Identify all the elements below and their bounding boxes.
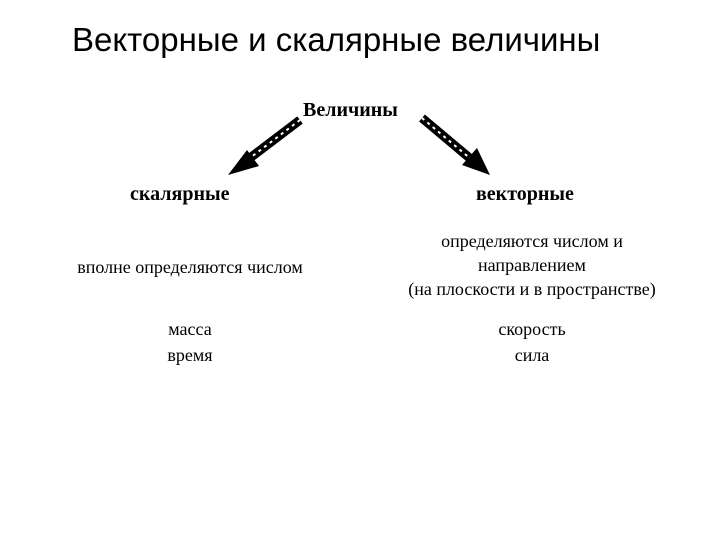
root-label: Величины (303, 99, 398, 121)
vector-description: определяются числом и направлением (на п… (362, 229, 702, 301)
vector-description-line: направлением (478, 255, 586, 275)
arrow-to-vector (419, 114, 490, 175)
slide-title: Векторные и скалярные величины (72, 21, 601, 58)
arrow-to-scalar (228, 116, 303, 175)
vector-title: векторные (476, 183, 574, 205)
scalar-example: масса (168, 319, 212, 339)
vector-example: скорость (498, 319, 566, 339)
scalar-examples: масса время (130, 316, 250, 368)
vector-description-line: (на плоскости и в пространстве) (408, 279, 656, 299)
vector-example: сила (514, 345, 550, 365)
scalar-example: время (167, 345, 213, 365)
scalar-description: вполне определяются числом (30, 255, 350, 279)
vector-description-line: определяются числом и (441, 231, 623, 251)
scalar-description-line: вполне определяются числом (77, 257, 303, 277)
scalar-title: скалярные (130, 183, 230, 205)
vector-examples: скорость сила (472, 316, 592, 368)
